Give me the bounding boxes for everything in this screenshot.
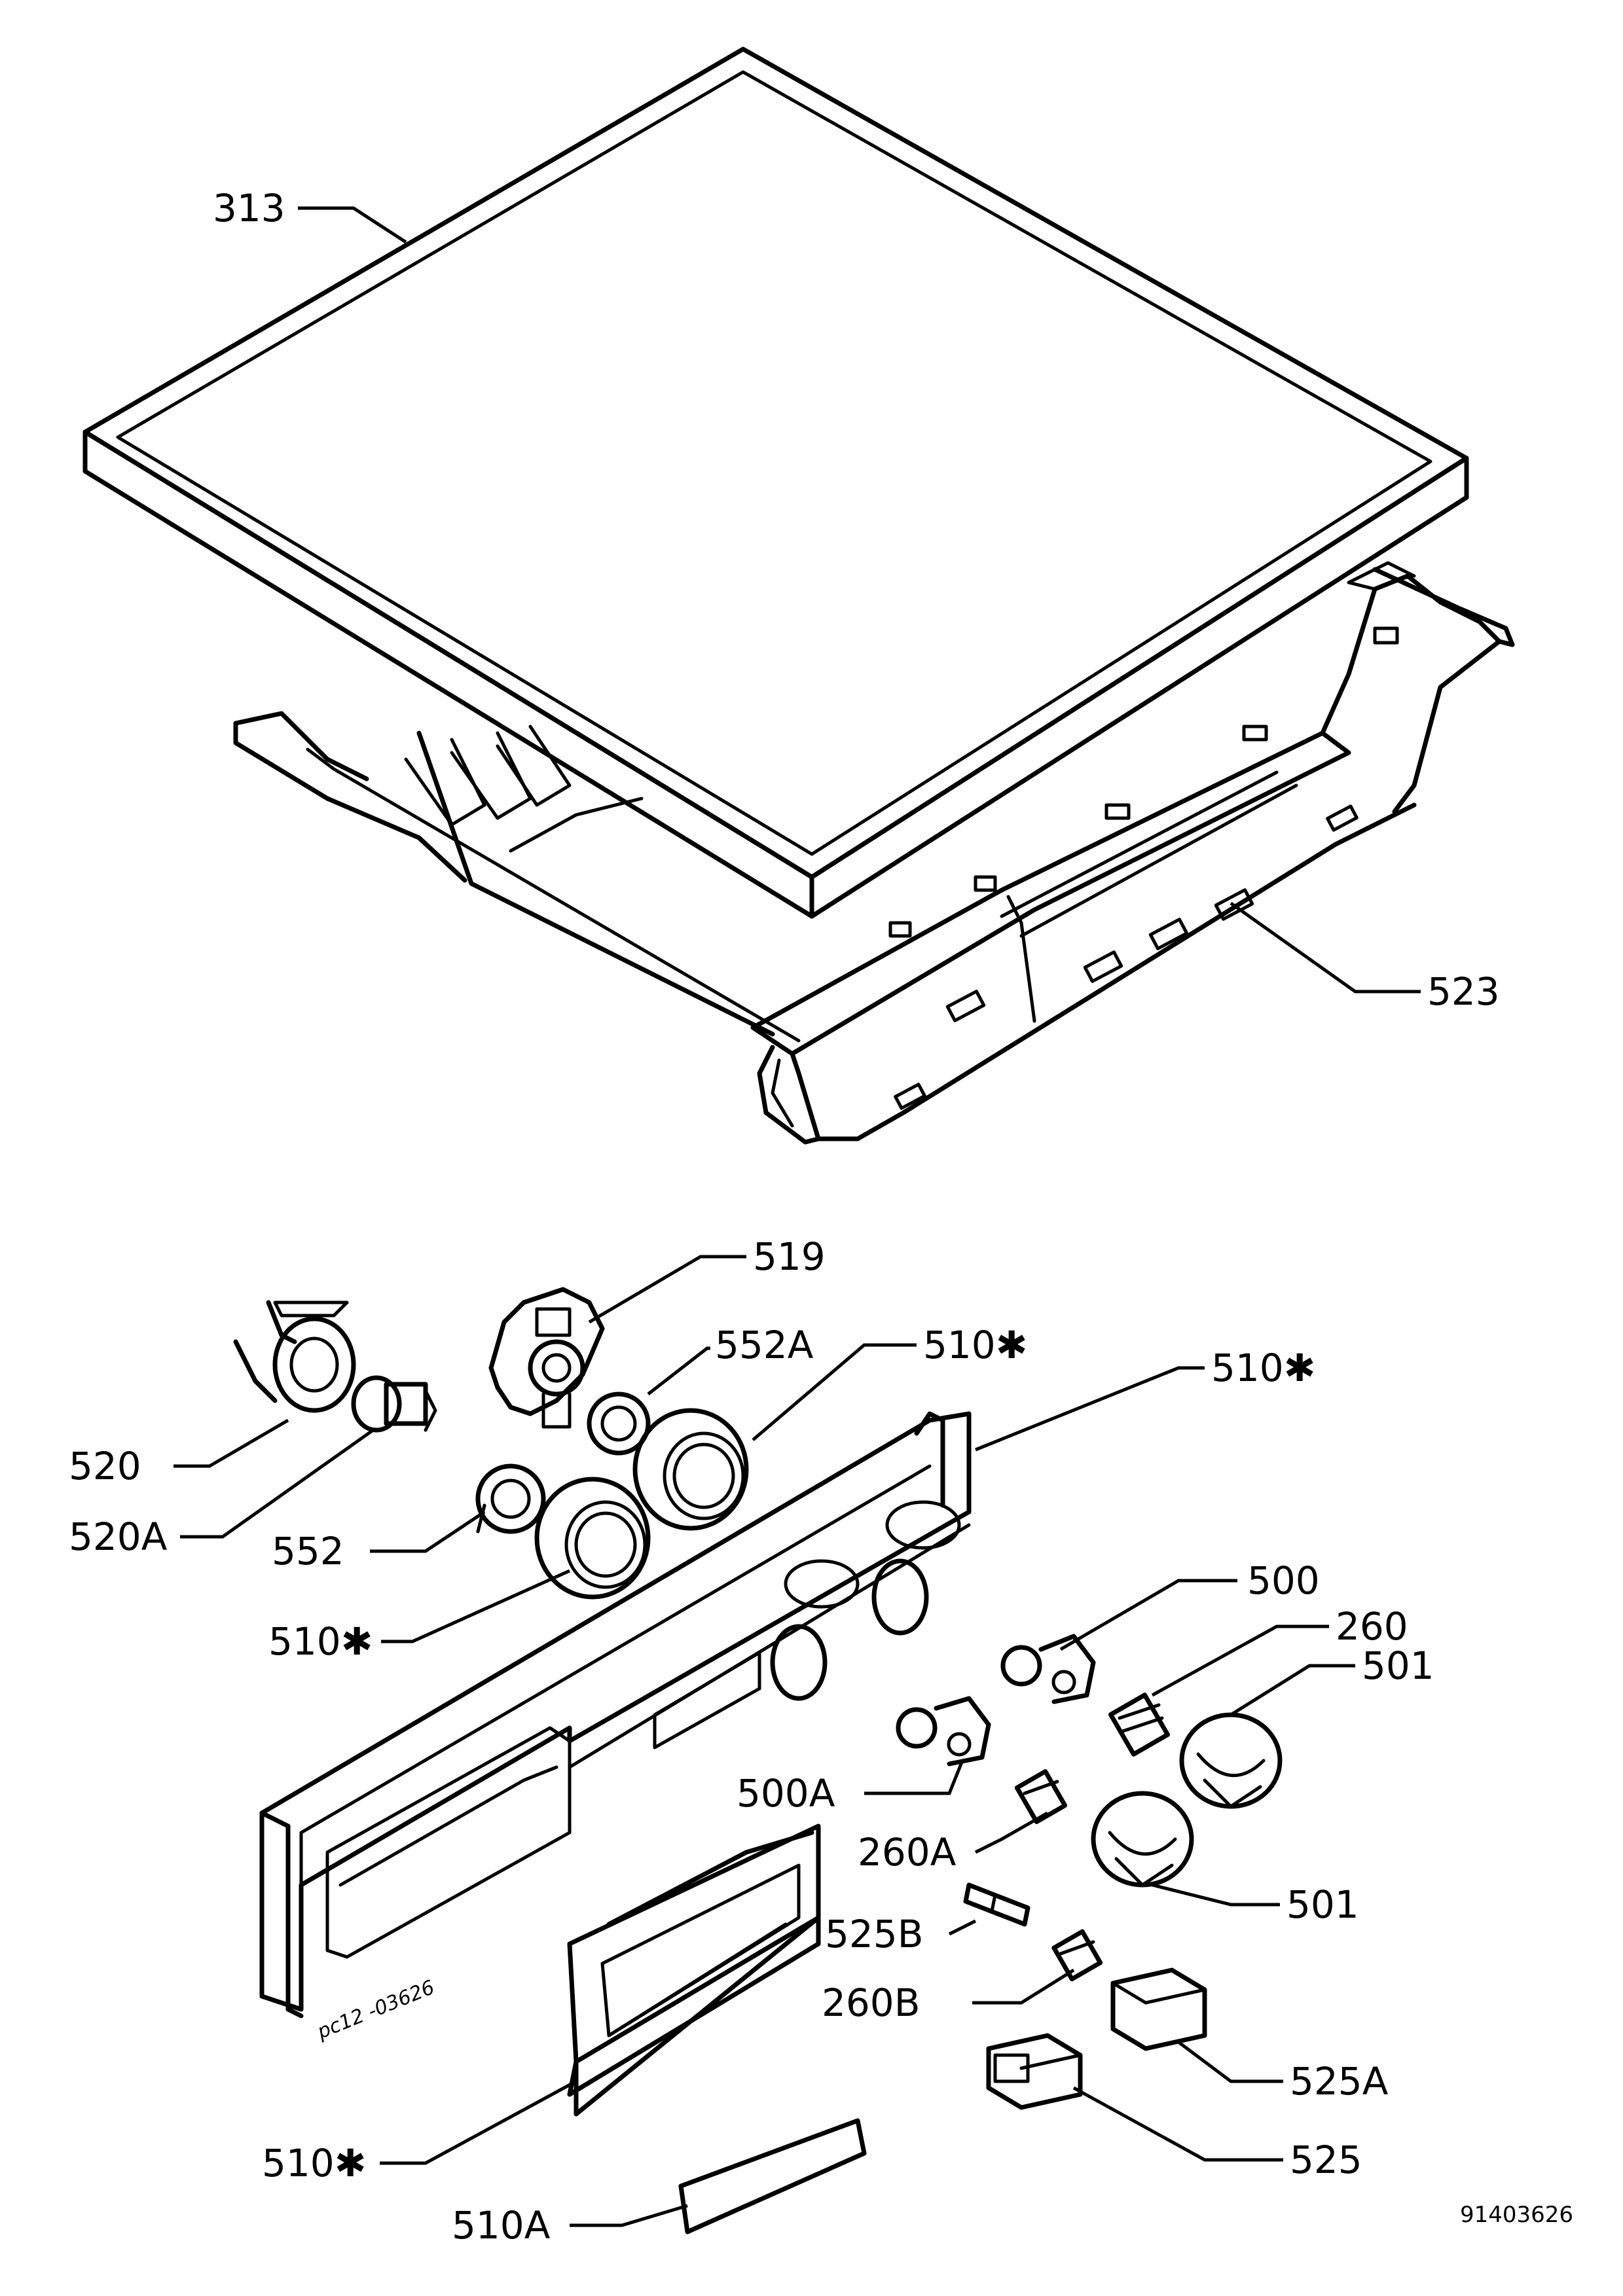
label-501-lower: 501 (1286, 1882, 1359, 1927)
part-500-actuator (1000, 1634, 1096, 1704)
label-525A: 525A (1290, 2059, 1389, 2104)
label-525: 525 (1290, 2138, 1362, 2182)
leader-lines (173, 206, 1421, 2227)
part-260B-spring (1051, 1929, 1103, 1982)
label-520: 520 (69, 1444, 141, 1488)
part-500A-actuator (896, 1696, 991, 1767)
part-552A-bearing (587, 1391, 651, 1456)
part-525A-button-cap (1110, 1967, 1207, 2051)
label-519: 519 (753, 1234, 826, 1279)
label-510-knob-upper: 510✱ (923, 1323, 1027, 1367)
callout-labels: 313 523 519 552A 510✱ 510✱ 520 520A 552 … (69, 186, 1573, 2248)
label-501-upper: 501 (1362, 1643, 1434, 1688)
label-500A: 500A (737, 1771, 835, 1816)
part-525-switch (986, 2033, 1083, 2110)
label-510-knob-lower: 510✱ (268, 1619, 373, 1664)
label-510A: 510A (452, 2203, 551, 2248)
label-552: 552 (272, 1529, 344, 1573)
part-510-knob-lower (534, 1477, 651, 1600)
part-260-spring (1108, 1693, 1170, 1757)
label-523: 523 (1427, 969, 1500, 1014)
label-552A: 552A (715, 1323, 814, 1367)
part-501-knob-upper (1179, 1712, 1283, 1809)
label-510-panel: 510✱ (1211, 1346, 1315, 1390)
drawing-code: 91403626 (1460, 2202, 1573, 2228)
part-510A-insert (678, 2118, 867, 2234)
part-520A-lamp (351, 1375, 437, 1433)
label-260B: 260B (822, 1981, 921, 2025)
panel-marking-text: pc12 -03626 (314, 1976, 438, 2044)
part-552-bearing (475, 1463, 546, 1534)
label-260A: 260A (858, 1830, 957, 1874)
part-510-knob-upper (632, 1408, 749, 1531)
part-501-knob-lower (1091, 1791, 1194, 1888)
part-260A-spring (1014, 1769, 1068, 1824)
label-525B: 525B (825, 1912, 924, 1956)
label-260: 260 (1336, 1604, 1408, 1649)
label-510-drawer: 510✱ (262, 2141, 366, 2185)
part-313-top-cover (82, 46, 1469, 919)
part-525B-pin (963, 1882, 1030, 1927)
label-500: 500 (1247, 1558, 1320, 1603)
part-520-lamp-holder (233, 1300, 356, 1413)
label-313: 313 (213, 186, 285, 230)
part-510-drawer-handle (567, 1823, 821, 2117)
part-519-selector-mechanism (488, 1287, 605, 1429)
part-523-control-frame (233, 561, 1515, 1145)
label-520A: 520A (69, 1515, 168, 1559)
